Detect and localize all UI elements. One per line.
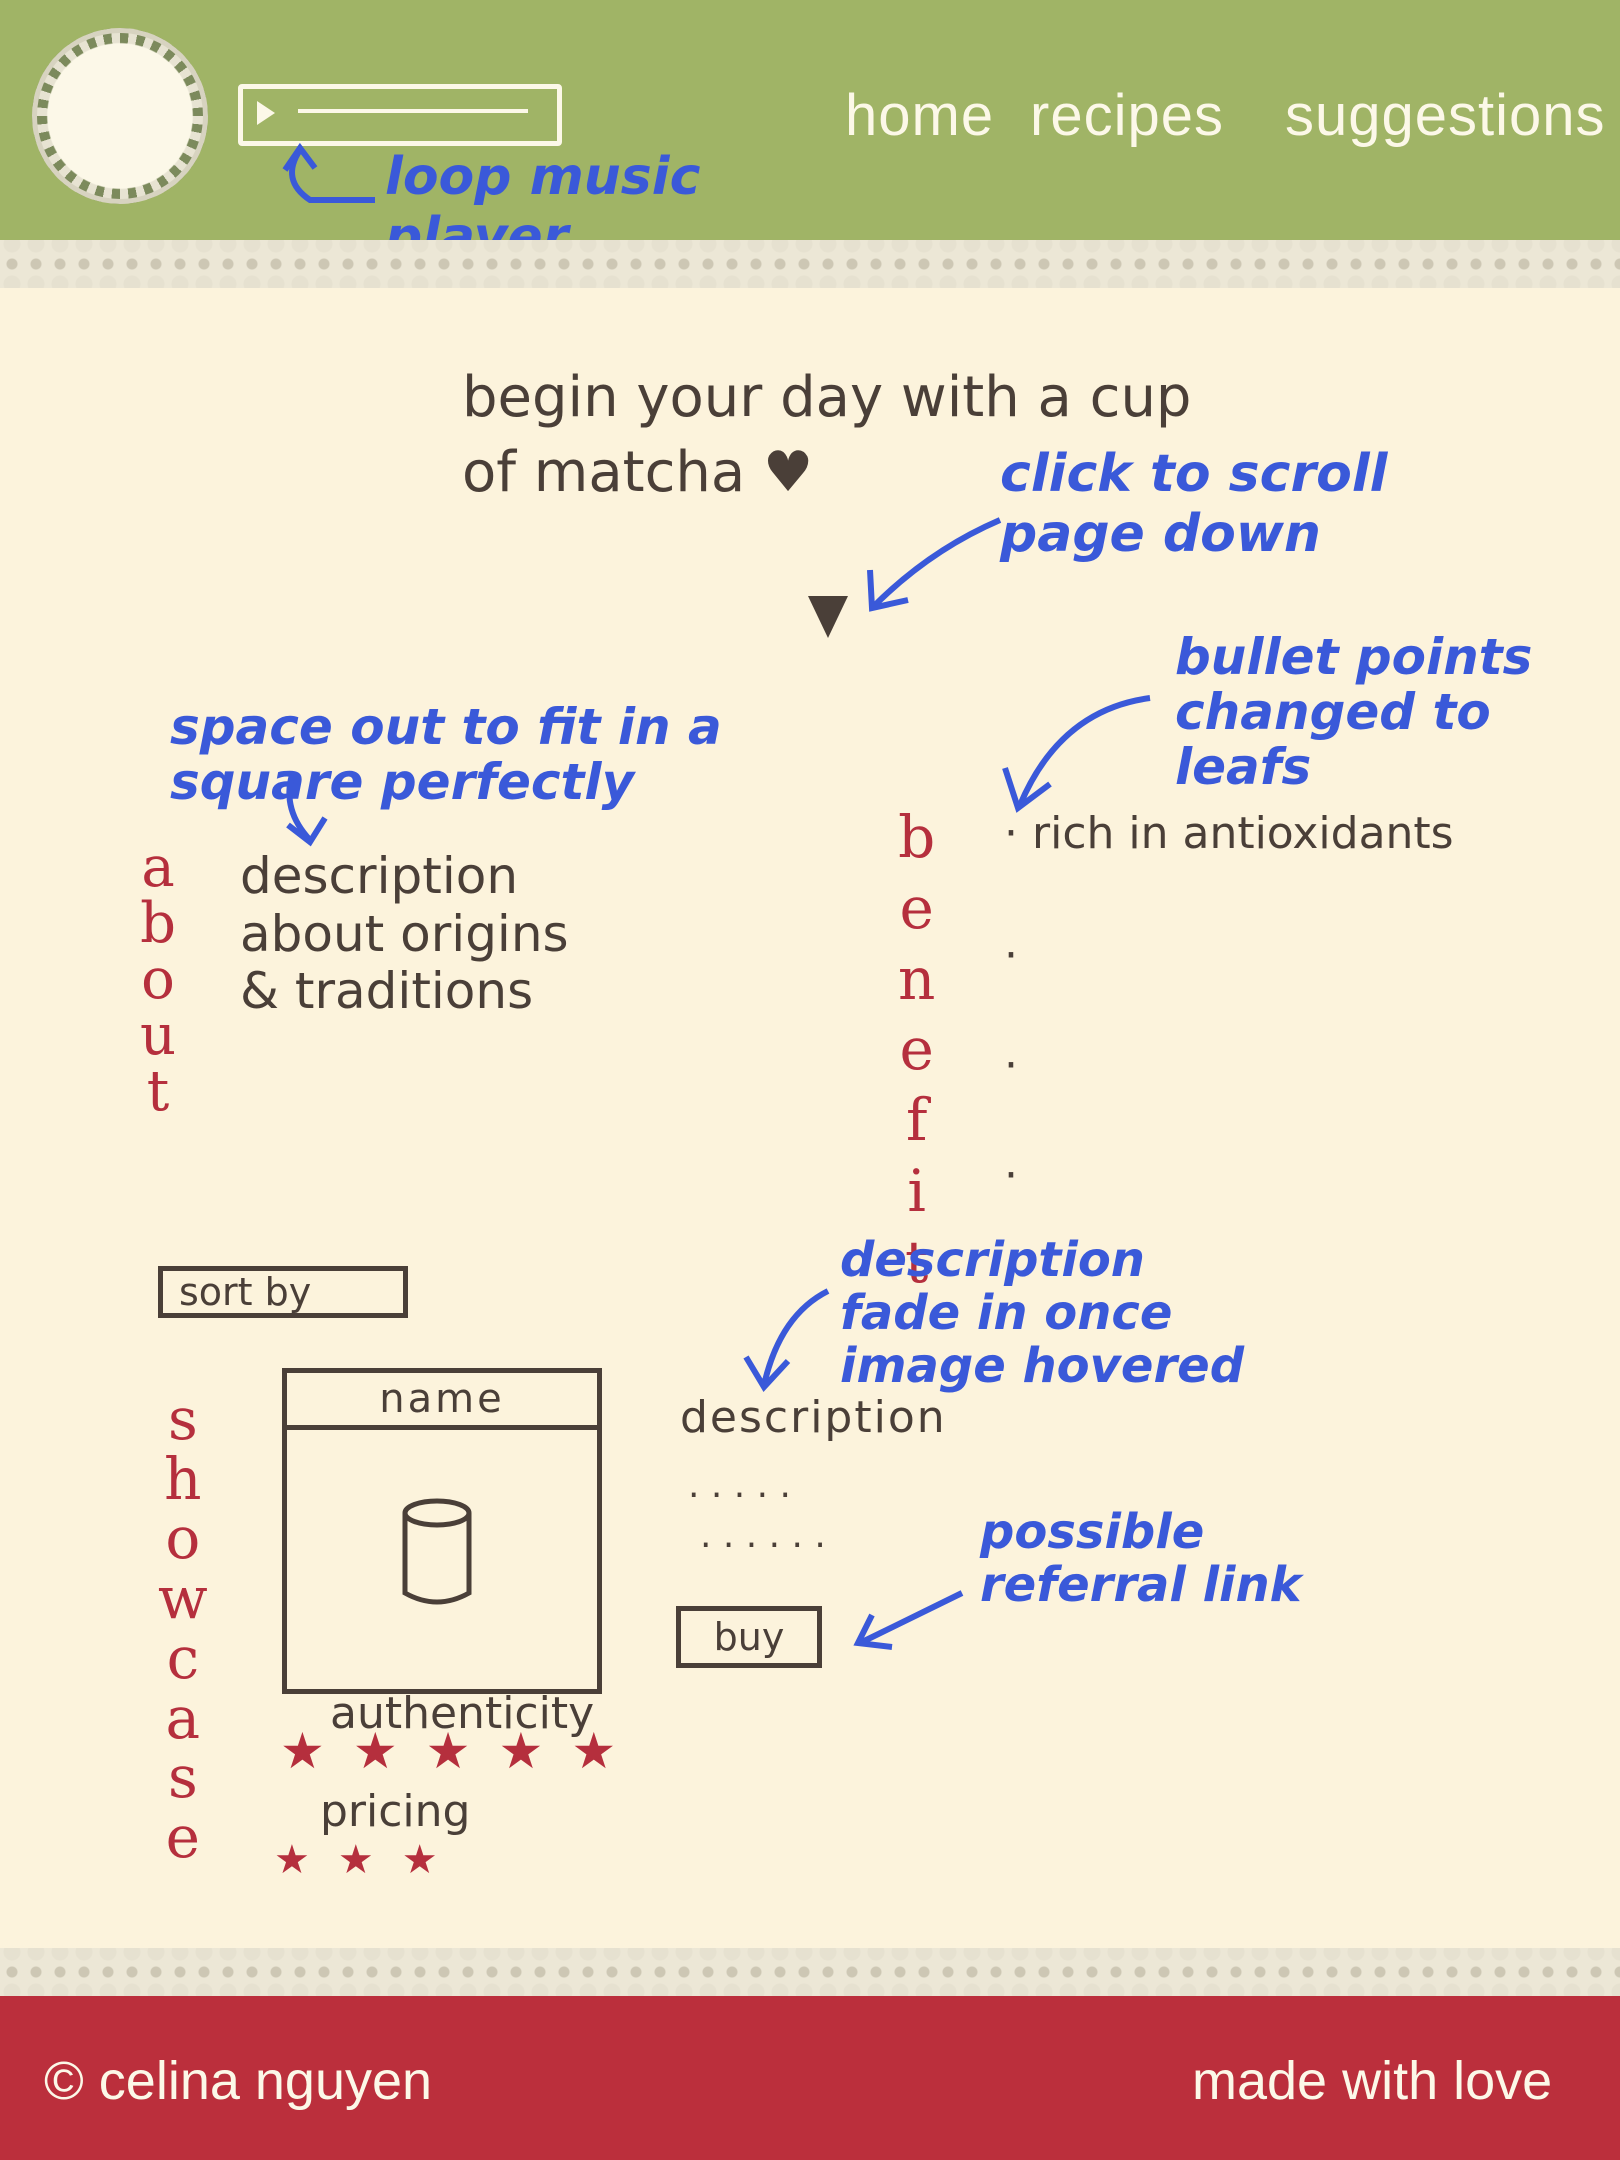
showcase-letter: o (165, 1504, 201, 1573)
annotation-scroll: click to scroll page down (1000, 444, 1388, 564)
benefit-title: b e n e f i t (898, 802, 935, 1297)
footer-bar (0, 1996, 1620, 2160)
star-icon: ★ (352, 1722, 398, 1780)
buy-button[interactable]: buy (676, 1606, 822, 1668)
sort-by-button[interactable]: sort by (158, 1266, 408, 1318)
track-progress-bar[interactable] (298, 109, 528, 113)
star-icon: ★ (401, 1837, 438, 1883)
showcase-letter: h (164, 1444, 202, 1513)
star-icon: ★ (274, 1837, 310, 1883)
showcase-title: s h o w c a s e (158, 1385, 208, 1872)
about-text-line: description (240, 847, 519, 905)
matcha-tin-icon (402, 1498, 472, 1605)
play-icon[interactable] (257, 101, 275, 125)
star-icon: ★ (425, 1722, 471, 1780)
benefit-letter: f (905, 1086, 928, 1154)
showcase-letter: s (167, 1743, 198, 1812)
arrow-icon (286, 774, 328, 847)
star-icon: ★ (571, 1722, 617, 1780)
nav-home[interactable]: home (845, 83, 995, 148)
showcase-letter: e (165, 1803, 200, 1872)
product-name: name (287, 1373, 597, 1430)
benefit-letter: t (905, 1227, 929, 1296)
about-description: description about origins & traditions (240, 847, 569, 1021)
about-letter: b (140, 891, 176, 956)
star-icon: ★ (337, 1837, 374, 1883)
benefit-item: · (1004, 1040, 1018, 1091)
benefit-letter: b (898, 803, 936, 871)
leaf-bullet-icon: · (1004, 808, 1018, 859)
benefit-letter: i (907, 1156, 926, 1225)
arrow-icon (282, 142, 375, 203)
nav-recipes[interactable]: recipes (1030, 83, 1224, 148)
showcase-letter: w (158, 1564, 208, 1633)
about-letter: a (141, 835, 175, 900)
authenticity-rating: ★★★★★ (280, 1726, 616, 1776)
about-text-line: & traditions (240, 962, 534, 1020)
arrow-icon (853, 1590, 964, 1650)
annotation-square: space out to fit in a square perfectly (170, 698, 722, 811)
benefit-item-text: rich in antioxidants (1032, 808, 1454, 859)
description-placeholder-1: . . . . . (688, 1465, 791, 1506)
music-player[interactable] (238, 84, 562, 146)
pricing-label: pricing (320, 1786, 471, 1837)
about-letter: o (141, 947, 175, 1012)
product-card[interactable]: name (282, 1368, 602, 1694)
authenticity-label: authenticity (330, 1688, 595, 1739)
annotation-referral: possible referral link (980, 1504, 1302, 1613)
showcase-letter: c (166, 1623, 200, 1692)
about-title: a b o u t (140, 840, 176, 1120)
annotation-bullets: bullet points changed to leafs (1175, 628, 1533, 796)
hero-line-2: of matcha ♥ (462, 440, 814, 505)
benefit-letter: e (899, 873, 934, 942)
benefit-item: · rich in antioxidants (1004, 808, 1454, 859)
description-placeholder-2: . . . . . . (700, 1515, 826, 1556)
star-icon: ★ (498, 1722, 544, 1780)
benefit-letter: e (899, 1015, 934, 1084)
leaf-bullet-icon: · (1004, 930, 1018, 981)
scroll-down-arrow-icon[interactable] (808, 596, 848, 638)
arrow-icon (1002, 695, 1151, 813)
benefit-item: · (1004, 1150, 1018, 1201)
pricing-rating: ★ ★ ★ (274, 1840, 438, 1880)
arrow-icon (743, 1288, 830, 1392)
about-text-line: about origins (240, 904, 569, 963)
hero-line-1: begin your day with a cup (462, 365, 1192, 430)
leaf-bullet-icon: · (1004, 1150, 1018, 1201)
logo-doily[interactable] (32, 28, 208, 204)
leaf-bullet-icon: · (1004, 1040, 1018, 1091)
about-letter: u (140, 1003, 177, 1068)
annotation-fade: description fade in once image hovered (840, 1232, 1245, 1394)
about-letter: t (146, 1059, 170, 1124)
nav-suggestions[interactable]: suggestions (1285, 83, 1606, 148)
showcase-letter: a (165, 1683, 201, 1752)
lace-border-bottom (0, 1948, 1620, 1996)
star-icon: ★ (280, 1722, 325, 1780)
benefit-letter: n (898, 944, 936, 1013)
product-description-label: description (680, 1392, 947, 1443)
arrow-icon (867, 517, 1002, 612)
footer-copyright: © celina nguyen (44, 2051, 433, 2111)
lace-border-top (0, 240, 1620, 288)
footer-tagline: made with love (1192, 2051, 1553, 2111)
showcase-letter: s (167, 1385, 198, 1453)
benefit-item: · (1004, 930, 1018, 981)
